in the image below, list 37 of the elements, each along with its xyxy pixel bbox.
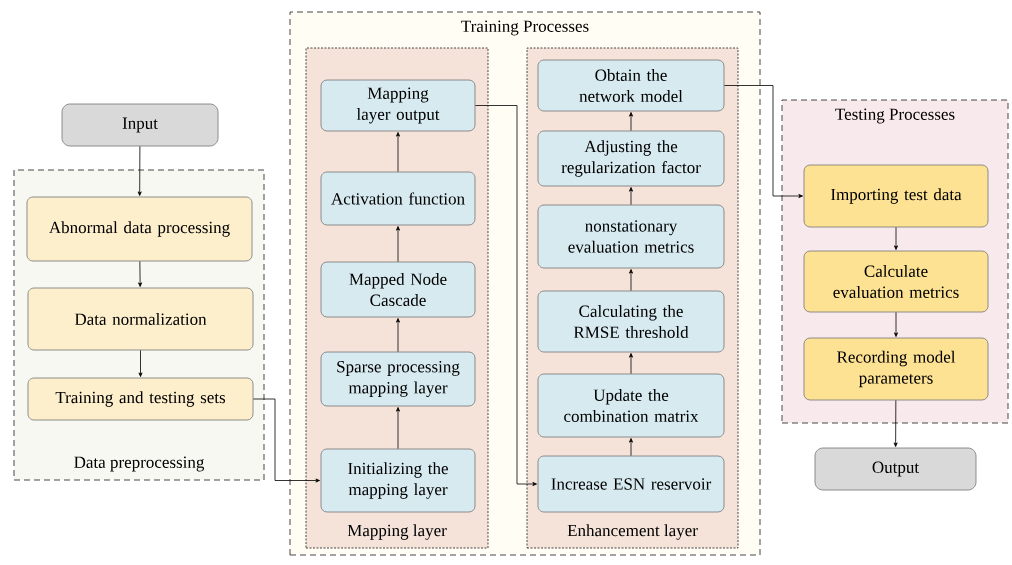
process-box: Obtain the network model (537, 59, 725, 112)
arrow (396, 226, 400, 262)
process-box: Calculating the RMSE threshold (537, 290, 725, 353)
process-box: Increase ESN reservoir (537, 455, 725, 513)
arrow (396, 132, 400, 172)
terminal-box: Output (814, 447, 977, 491)
process-box: Importing test data (803, 164, 989, 228)
arrow (629, 438, 633, 456)
process-box: Mapping layer output (320, 79, 476, 132)
arrow (396, 318, 400, 352)
arrow (894, 227, 898, 250)
process-box: Data normalization (27, 287, 254, 351)
process-box: Update the combination matrix (537, 373, 725, 438)
arrow (724, 85, 803, 198)
process-box: Mapped Node Cascade (320, 261, 476, 318)
arrow (137, 146, 142, 196)
process-box: Abnormal data processing (26, 196, 253, 262)
arrow (629, 187, 633, 205)
terminal-box: Input (61, 103, 219, 147)
process-box: Recording model parameters (803, 337, 989, 401)
arrow (629, 112, 633, 131)
arrow (138, 261, 143, 287)
process-box: Adjusting the regularization factor (537, 130, 725, 187)
arrow (475, 105, 537, 486)
arrow (629, 353, 633, 374)
arrow (629, 269, 633, 291)
process-box: Initializing the mapping layer (320, 448, 476, 513)
arrow (253, 398, 320, 483)
process-box: Training and testing sets (27, 377, 254, 421)
process-box: nonstationary evaluation metrics (537, 204, 725, 269)
arrow (894, 312, 898, 337)
process-box: Sparse processing mapping layer (320, 351, 476, 407)
arrow (138, 350, 143, 377)
arrow (893, 400, 898, 447)
process-box: Activation function (320, 171, 476, 226)
process-box: Calculate evaluation metrics (803, 250, 989, 313)
arrow (396, 407, 400, 449)
